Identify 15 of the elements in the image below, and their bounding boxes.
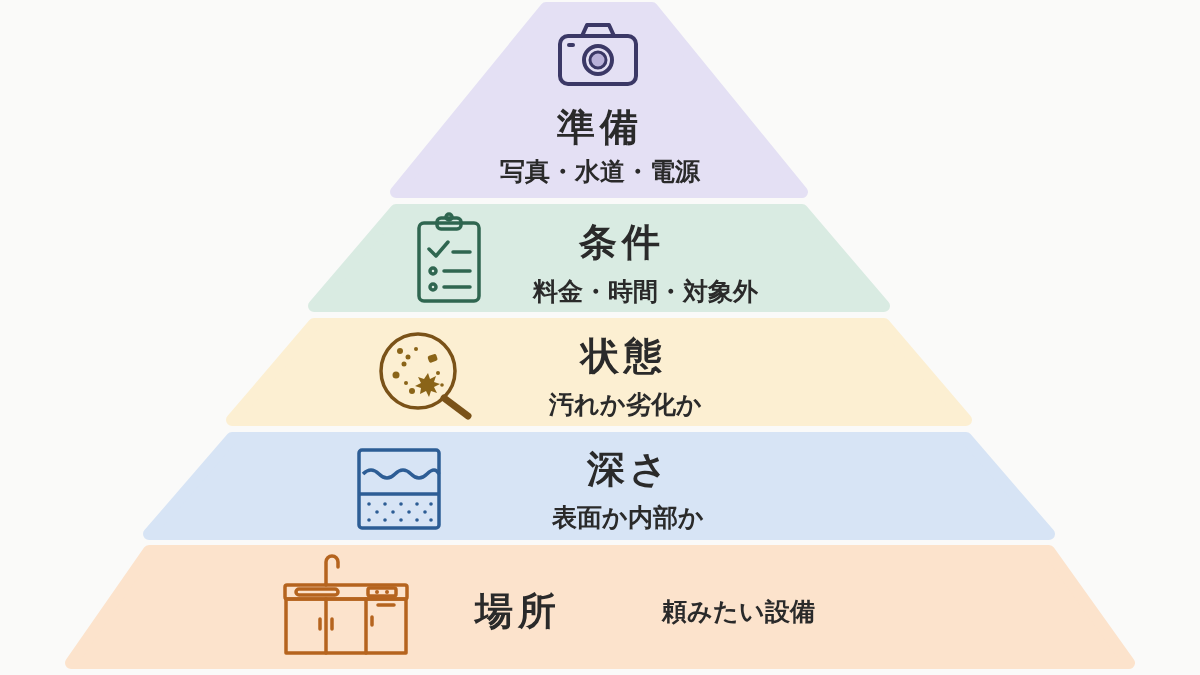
level-title: 状態 xyxy=(581,335,667,379)
level-subtitle: 表面か内部か xyxy=(552,503,704,533)
level-subtitle: 汚れか劣化か xyxy=(548,390,702,420)
pyramid-level xyxy=(143,432,1055,540)
level-title: 場所 xyxy=(475,590,561,634)
level-subtitle: 頼みたい設備 xyxy=(661,597,815,627)
pyramid-level xyxy=(65,545,1135,669)
level-title: 条件 xyxy=(579,221,665,265)
level-title: 深さ xyxy=(586,448,674,492)
level-subtitle: 料金・時間・対象外 xyxy=(532,277,758,307)
pyramid-level xyxy=(226,318,972,426)
pyramid-level xyxy=(308,204,890,312)
pyramid-level xyxy=(390,2,808,198)
level-title: 準備 xyxy=(557,106,643,150)
level-subtitle: 写真・水道・電源 xyxy=(500,157,700,187)
